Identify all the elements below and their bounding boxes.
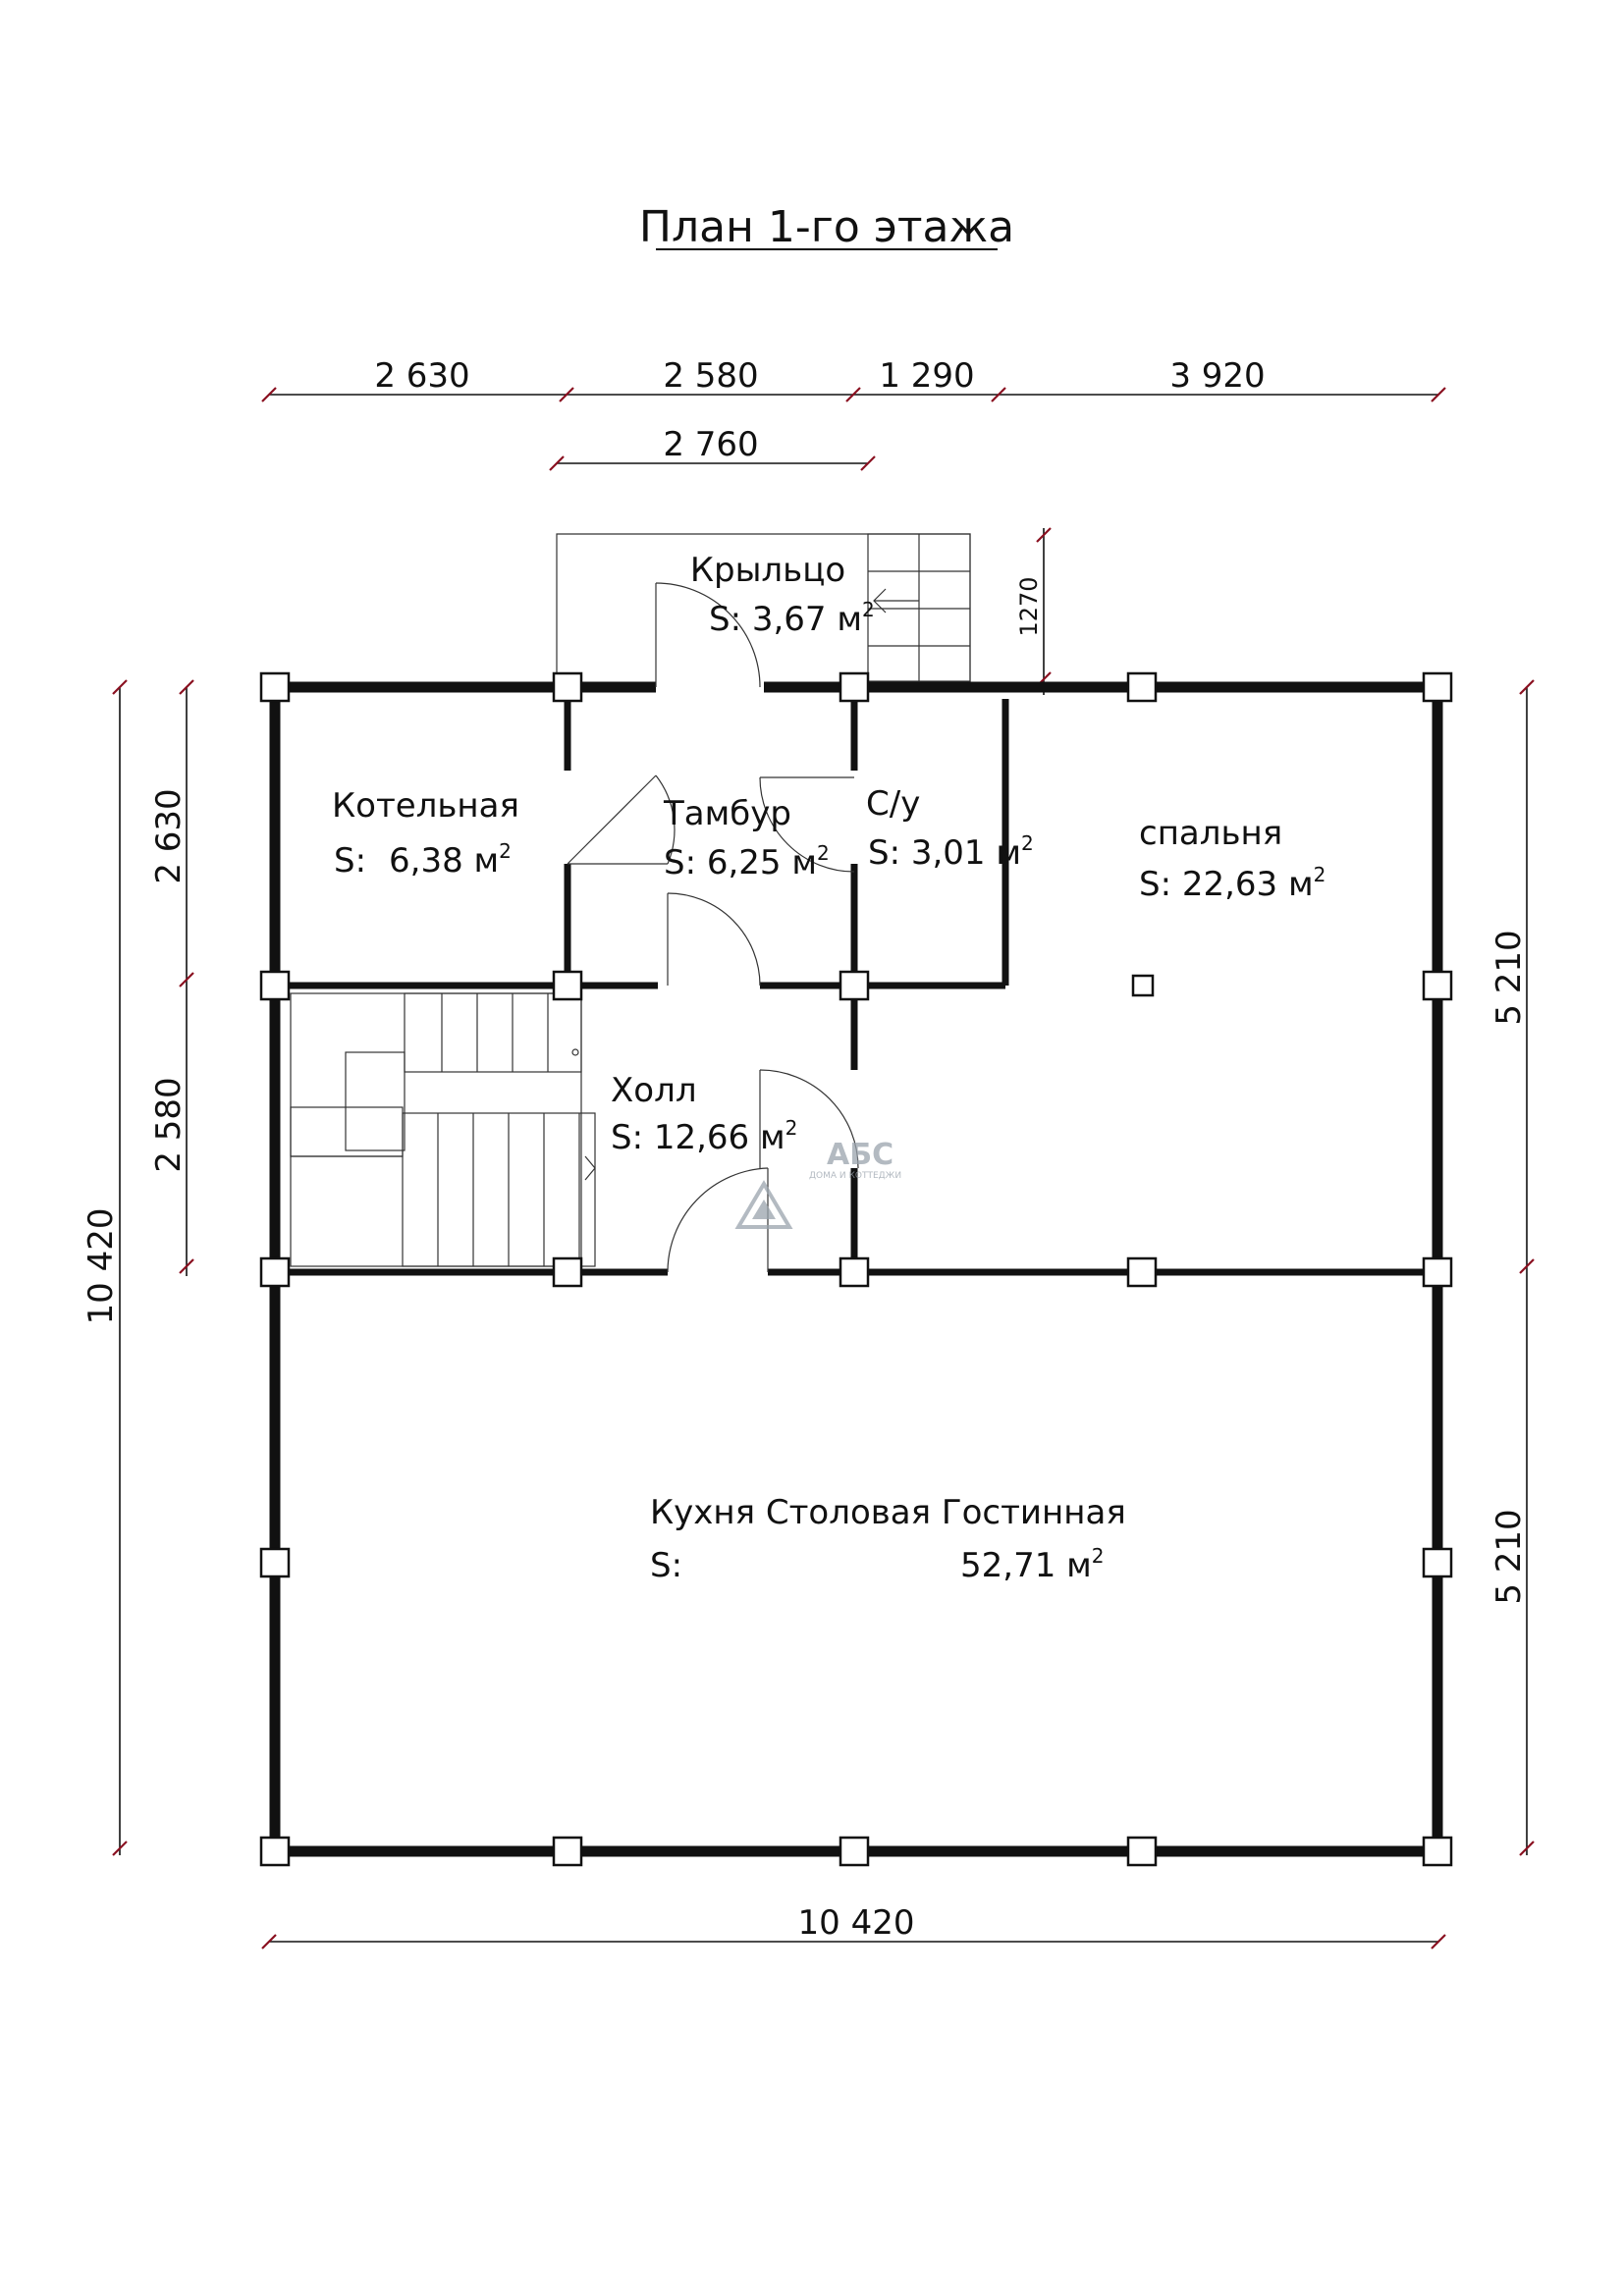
- room-boiler-name: Котельная: [332, 786, 519, 826]
- room-wc-area: S: 3,01 м2: [868, 831, 1034, 873]
- room-living-name: Кухня Столовая Гостинная: [650, 1493, 1126, 1532]
- room-hall: Холл S: 12,66 м2: [611, 1071, 797, 1157]
- room-boiler-area-prefix: S:: [334, 841, 366, 881]
- room-porch: Крыльцо S: 3,67 м2: [690, 551, 875, 639]
- logo-tagline: ДОМА И КОТТЕДЖИ: [809, 1171, 901, 1181]
- dim-left-outer: 10 420: [81, 1208, 121, 1325]
- dim-bottom: 10 420: [798, 1903, 915, 1943]
- room-hall-name: Холл: [611, 1071, 697, 1110]
- dim-porch-depth: 1270: [1015, 576, 1043, 636]
- room-vestibule: Тамбур S: 6,25 м2: [663, 794, 830, 882]
- interior-walls: [275, 699, 1437, 1276]
- room-living: Кухня Столовая Гостинная S: 52,71 м2: [650, 1493, 1126, 1585]
- room-bedroom: спальня S: 22,63 м2: [1139, 814, 1326, 904]
- room-vestibule-name: Тамбур: [663, 794, 791, 833]
- porch: [556, 533, 971, 687]
- room-wc-name: С/у: [866, 784, 920, 824]
- left-outer-dimension: 10 420: [81, 679, 128, 1856]
- dim-top-2: 2 580: [663, 356, 758, 396]
- dim-top-4: 3 920: [1169, 356, 1265, 396]
- room-vestibule-area: S: 6,25 м2: [664, 841, 830, 882]
- logo-brand: АБС: [827, 1138, 893, 1172]
- dim-top-second: 2 760: [663, 425, 758, 464]
- room-porch-name: Крыльцо: [690, 551, 845, 590]
- logo-triangle-icon: [734, 1180, 793, 1229]
- plan-title: План 1-го этажа: [639, 202, 1014, 252]
- dim-top-1: 2 630: [374, 356, 469, 396]
- right-dimensions: 5 210 5 210: [1489, 679, 1535, 1856]
- abs-logo: АБС ДОМА И КОТТЕДЖИ: [734, 1138, 901, 1229]
- doors: [567, 582, 859, 1273]
- room-boiler-area: 6,38 м2: [389, 839, 512, 881]
- room-living-area: 52,71 м2: [960, 1544, 1105, 1585]
- room-wc: С/у S: 3,01 м2: [866, 784, 1034, 873]
- room-bedroom-name: спальня: [1139, 814, 1282, 853]
- left-inner-dimensions: 2 630 2 580: [149, 679, 194, 1276]
- top-dimension-chain: 2 630 2 580 1 290 3 920: [261, 356, 1446, 402]
- porch-depth-dimension: 1270: [1015, 527, 1052, 695]
- room-boiler: Котельная S: 6,38 м2: [332, 786, 519, 881]
- top-dimension-second: 2 760: [549, 425, 876, 471]
- room-bedroom-area: S: 22,63 м2: [1139, 863, 1326, 904]
- dim-left-inner-1: 2 630: [149, 788, 189, 883]
- internal-staircase: [290, 992, 596, 1267]
- wall-posts: [259, 671, 1453, 1867]
- room-porch-area: S: 3,67 м2: [709, 598, 875, 639]
- dim-right-1: 5 210: [1489, 930, 1529, 1025]
- room-hall-area: S: 12,66 м2: [611, 1116, 797, 1157]
- bottom-dimension: 10 420: [261, 1903, 1446, 1949]
- dim-top-3: 1 290: [879, 356, 974, 396]
- room-living-area-prefix: S:: [650, 1546, 682, 1585]
- dim-right-2: 5 210: [1489, 1509, 1529, 1604]
- dim-left-inner-2: 2 580: [149, 1077, 189, 1172]
